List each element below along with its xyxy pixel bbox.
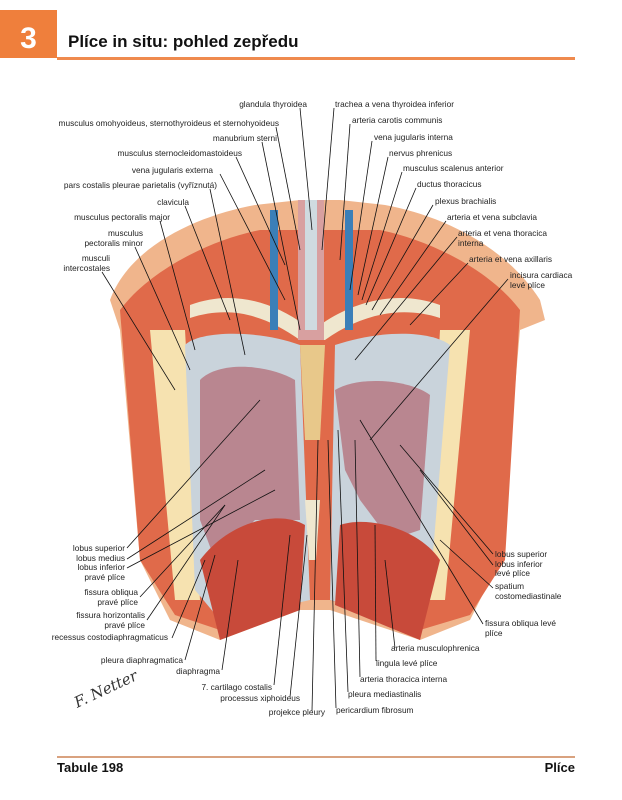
leader-line bbox=[273, 534, 291, 686]
anatomy-label: musculus scalenus anterior bbox=[403, 163, 504, 173]
anatomy-label: manubrium sterni bbox=[212, 133, 277, 143]
anatomy-label: fissura obliqua levé plíce bbox=[485, 618, 557, 638]
leader-line bbox=[299, 107, 313, 231]
anatomy-label: arteria et vena axillaris bbox=[469, 254, 553, 264]
leader-line bbox=[126, 399, 261, 549]
anatomy-label: plexus brachialis bbox=[435, 196, 497, 206]
leader-line bbox=[184, 205, 231, 321]
leader-line bbox=[126, 469, 266, 560]
anatomy-label: arteria musculophrenica bbox=[391, 643, 480, 653]
leader-line bbox=[439, 539, 494, 589]
leader-line bbox=[126, 489, 276, 569]
leader-line bbox=[184, 554, 216, 661]
plate-number: Tabule 198 bbox=[57, 760, 124, 775]
leader-line bbox=[357, 156, 389, 296]
leader-line bbox=[354, 439, 361, 678]
anatomy-label: musculi intercostales bbox=[63, 253, 110, 273]
leader-line bbox=[159, 220, 196, 351]
anatomy-label: processus xiphoideus bbox=[220, 693, 300, 703]
anatomy-label: musculus pectoralis major bbox=[74, 212, 170, 222]
leader-line bbox=[361, 171, 403, 301]
leader-line bbox=[365, 187, 417, 306]
anatomy-label: projekce pleury bbox=[268, 707, 325, 717]
leader-line bbox=[419, 469, 494, 566]
leader-line bbox=[275, 126, 301, 251]
anatomy-label: vena jugularis externa bbox=[131, 165, 213, 175]
leader-line bbox=[384, 559, 396, 649]
torso-illustration bbox=[110, 200, 545, 640]
anatomy-label: fissura horizontalis pravé plíce bbox=[76, 610, 145, 630]
leader-line bbox=[399, 444, 494, 555]
leader-line bbox=[359, 419, 484, 625]
leader-line bbox=[379, 220, 447, 316]
leader-line bbox=[139, 504, 226, 598]
section-name: Plíce bbox=[544, 760, 575, 775]
anatomy-label: arteria thoracica interna bbox=[360, 674, 448, 684]
anatomy-label: recessus costodiaphragmaticus bbox=[51, 632, 168, 642]
leader-line bbox=[171, 559, 206, 639]
leader-line bbox=[354, 236, 458, 361]
anatomy-label: vena jugularis interna bbox=[374, 132, 453, 142]
anatomy-label: lingula levé plíce bbox=[376, 658, 438, 668]
anatomy-label: musculus pectoralis minor bbox=[84, 228, 143, 248]
chapter-number: 3 bbox=[20, 22, 37, 55]
anatomy-label: arteria carotis communis bbox=[352, 115, 443, 125]
anatomy-label: trachea a vena thyroidea inferior bbox=[335, 99, 454, 109]
anatomy-label: musculus sternocleidomastoideus bbox=[117, 148, 242, 158]
leader-line bbox=[221, 559, 239, 671]
anatomy-label: glandula thyroidea bbox=[239, 99, 307, 109]
leader-line bbox=[327, 439, 337, 709]
anatomy-label: pleura mediastinalis bbox=[348, 689, 422, 699]
leader-line bbox=[311, 439, 319, 712]
leader-line bbox=[235, 156, 286, 266]
leader-line bbox=[101, 271, 176, 391]
chapter-number-badge: 3 bbox=[0, 10, 57, 58]
anatomy-label: arteria et vena subclavia bbox=[447, 212, 537, 222]
anatomy-label: pericardium fibrosum bbox=[336, 705, 414, 715]
anatomy-label: lobus superior lobus medius lobus inferi… bbox=[72, 543, 125, 582]
anatomy-label: fissura obliqua pravé plíce bbox=[84, 587, 138, 607]
anatomy-label: musculus omohyoideus, sternothyroideus e… bbox=[58, 118, 279, 128]
anatomy-label: lobus superior lobus inferior levé plíce bbox=[495, 549, 548, 578]
leader-line bbox=[219, 173, 286, 301]
page-title: Plíce in situ: pohled zepředu bbox=[68, 32, 299, 51]
anatomy-label: spatium costomediastinale bbox=[495, 581, 562, 601]
leader-line bbox=[339, 123, 351, 261]
leader-line bbox=[321, 107, 335, 251]
leader-line bbox=[374, 524, 377, 662]
leader-line bbox=[369, 278, 509, 441]
anatomy-label: nervus phrenicus bbox=[389, 148, 453, 158]
leader-line bbox=[134, 246, 191, 371]
anatomy-label: arteria et vena thoracica interna bbox=[458, 228, 548, 248]
leader-line bbox=[209, 188, 246, 356]
anatomy-label: pars costalis pleurae parietalis (vyřízn… bbox=[63, 180, 217, 190]
leader-line bbox=[337, 429, 349, 693]
anatomy-label: ductus thoracicus bbox=[417, 179, 482, 189]
leader-line bbox=[146, 504, 226, 621]
anatomy-label: diaphragma bbox=[176, 666, 220, 676]
anatomy-label: incisura cardiaca levé plíce bbox=[510, 270, 573, 290]
leader-line bbox=[409, 262, 469, 326]
header-divider bbox=[57, 57, 575, 60]
leader-line bbox=[371, 204, 434, 311]
footer-divider bbox=[57, 756, 575, 758]
anatomy-label: clavicula bbox=[157, 197, 189, 207]
anatomy-label: pleura diaphragmatica bbox=[100, 655, 183, 665]
leader-line bbox=[349, 140, 373, 291]
leader-line bbox=[289, 534, 308, 698]
leader-line bbox=[261, 141, 301, 331]
anatomy-label: 7. cartilago costalis bbox=[201, 682, 272, 692]
